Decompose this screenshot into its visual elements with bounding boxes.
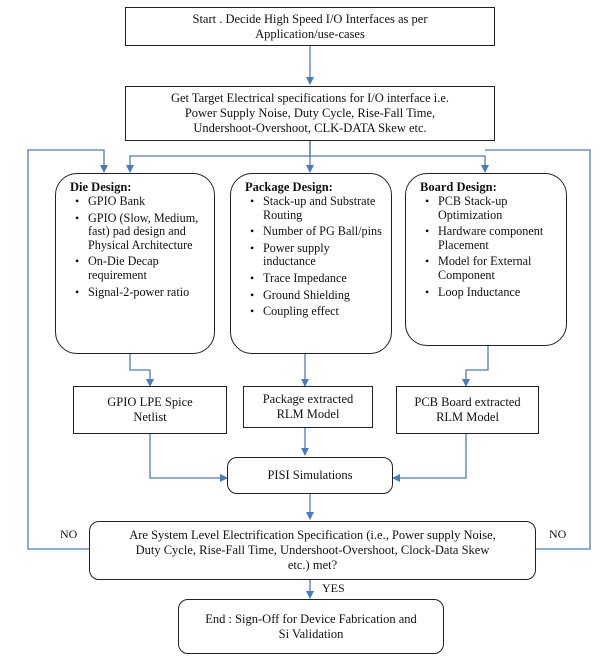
board-design-item: Model for External Component xyxy=(425,255,560,282)
decision-box: Are System Level Electrification Specifi… xyxy=(89,521,536,580)
specs-line-1: Get Target Electrical specifications for… xyxy=(170,91,450,105)
board-design-item: Hardware component Placement xyxy=(425,224,560,252)
package-design-item: Power supply inductance xyxy=(250,241,385,269)
package-design-panel: Package Design: Stack-up and Substrate R… xyxy=(230,173,392,354)
gpio-netlist-box: GPIO LPE Spice Netlist xyxy=(73,386,227,434)
arrow-pcb-to-pisi xyxy=(392,434,467,482)
die-design-item: On-Die Decap requirement xyxy=(75,255,208,282)
specs-line-2: Power Supply Noise, Duty Cycle, Rise-Fal… xyxy=(184,106,436,120)
end-line-2: Si Validation xyxy=(278,626,344,641)
board-design-title: Board Design: xyxy=(420,180,497,194)
pisi-line: PISI Simulations xyxy=(267,468,353,482)
die-design-item: Signal-2-power ratio xyxy=(75,285,208,300)
package-model-box: Package extracted RLM Model xyxy=(243,386,373,428)
package-design-item: Trace Impedance xyxy=(250,271,385,286)
board-model-line-1: PCB Board extracted xyxy=(414,395,521,409)
board-model-line-2: RLM Model xyxy=(436,410,499,424)
yes-label: YES xyxy=(322,581,345,595)
end-box: End : Sign-Off for Device Fabrication an… xyxy=(178,599,444,654)
pisi-box: PISI Simulations xyxy=(227,457,393,494)
package-design-item: Stack-up and Substrate Routing xyxy=(250,194,385,222)
decision-line-1: Are System Level Electrification Specifi… xyxy=(129,528,496,542)
decision-line-2: Duty Cycle, Rise-Fall Time, Undershoot-O… xyxy=(135,543,490,557)
loop-no-left xyxy=(27,149,108,550)
specs-line-3: Undershoot-Overshoot, CLK-DATA Skew etc. xyxy=(193,121,427,135)
specs-box: Get Target Electrical specifications for… xyxy=(125,86,495,141)
die-design-item: GPIO Bank xyxy=(75,194,208,209)
gpio-netlist-line-1: GPIO LPE Spice xyxy=(107,395,193,409)
no-right-label: NO xyxy=(549,527,567,541)
start-line-2: Application/use-cases xyxy=(255,26,365,41)
no-left-label: NO xyxy=(60,527,78,541)
package-model-line-2: RLM Model xyxy=(276,407,340,421)
gpio-netlist-line-2: Netlist xyxy=(133,410,167,424)
board-design-panel: Board Design: PCB Stack-up Optimization … xyxy=(405,173,567,346)
decision-line-3: etc.) met? xyxy=(287,558,338,572)
start-line-1: Start . Decide High Speed I/O Interfaces… xyxy=(192,11,428,26)
loop-no-right xyxy=(485,149,591,550)
board-design-item: Loop Inductance xyxy=(425,285,560,300)
board-design-item: PCB Stack-up Optimization xyxy=(425,194,560,222)
board-design-list: PCB Stack-up Optimization Hardware compo… xyxy=(420,194,560,300)
package-design-item: Ground Shielding xyxy=(250,288,385,303)
arrow-specs-to-board xyxy=(310,155,489,173)
board-model-box: PCB Board extracted RLM Model xyxy=(396,386,539,434)
package-design-title: Package Design: xyxy=(245,180,333,194)
arrow-gpio-to-pisi xyxy=(149,434,228,482)
die-design-list: GPIO Bank GPIO (Slow, Medium, fast) pad … xyxy=(70,194,208,300)
die-design-item: GPIO (Slow, Medium, fast) pad design and… xyxy=(75,211,208,253)
package-design-item: Coupling effect xyxy=(250,305,385,319)
arrow-specs-to-die xyxy=(126,141,311,173)
package-design-item: Number of PG Ball/pins xyxy=(250,225,385,239)
package-model-line-1: Package extracted xyxy=(262,392,354,406)
end-line-1: End : Sign-Off for Device Fabrication an… xyxy=(205,611,417,626)
arrow-die-to-gpio xyxy=(129,354,154,387)
start-box: Start . Decide High Speed I/O Interfaces… xyxy=(125,7,495,46)
arrow-board-to-pcb xyxy=(462,346,489,387)
die-design-title: Die Design: xyxy=(70,180,132,194)
die-design-panel: Die Design: GPIO Bank GPIO (Slow, Medium… xyxy=(55,173,215,354)
package-design-list: Stack-up and Substrate Routing Number of… xyxy=(245,194,385,319)
